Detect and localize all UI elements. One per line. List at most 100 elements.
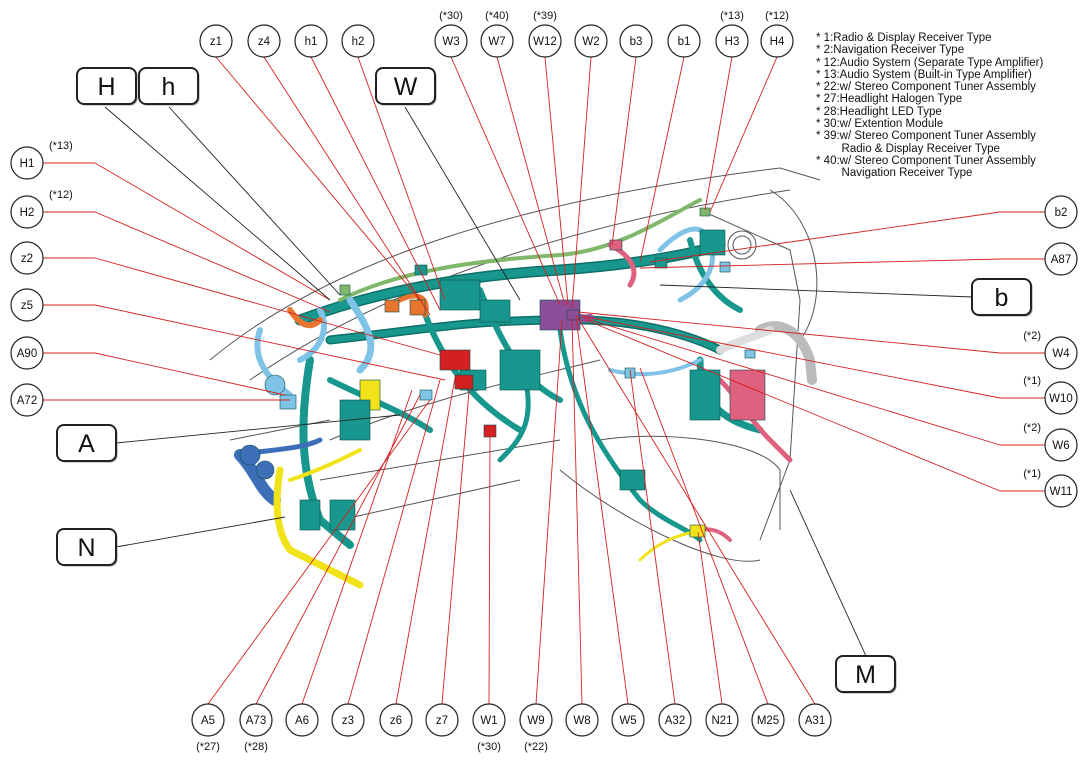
connector-w10: W10(*1) (1023, 375, 1078, 415)
leader-line (639, 367, 769, 705)
leader-line (347, 379, 441, 705)
footnote-line: Navigation Receiver Type (816, 167, 973, 180)
harness-label-text: h (162, 73, 176, 101)
connector-w12: W12(*39) (528, 10, 562, 58)
connector-h3: H3(*13) (715, 10, 749, 58)
footnote-line: * 22:w/ Stereo Component Tuner Assembly (816, 81, 1036, 94)
connector-note: (*1) (1023, 468, 1041, 480)
connector-w2: W2 (574, 24, 608, 58)
connector-id: z5 (21, 300, 33, 312)
leader-line (94, 162, 331, 301)
connector-id: M25 (757, 715, 779, 727)
connector-id: W6 (1052, 440, 1069, 452)
connector-h1: h1 (294, 24, 328, 58)
connector-id: W9 (527, 715, 544, 727)
connector-w6: W6 (*2) (1023, 422, 1078, 462)
connector-id: A6 (295, 715, 309, 727)
connector-w8: W8 (565, 703, 599, 737)
leader-line (585, 319, 1001, 492)
connector-z7: z7 (425, 703, 459, 737)
harness-label-text: M (855, 661, 876, 689)
connector-id: W3 (442, 36, 459, 48)
connector-note: (*13) (49, 140, 73, 152)
harness-label-A: A (56, 424, 118, 463)
connector-id: H1 (20, 158, 35, 170)
leader-line (575, 317, 629, 705)
connector-id: b2 (1055, 207, 1068, 219)
connector-id: H4 (770, 36, 785, 48)
harness-label-H: H (76, 67, 138, 106)
harness-label-text: N (77, 534, 95, 562)
connector-h2: h2 (341, 24, 375, 58)
connector-z1: z1 (199, 24, 233, 58)
connector-h4: H4 (*12) (760, 10, 794, 58)
leader-line (450, 56, 561, 306)
connector-id: A31 (805, 715, 825, 727)
harness-label-text: W (394, 73, 418, 101)
harness-bundles (234, 198, 817, 589)
leader-line (255, 394, 421, 705)
connector-w4: W4(*2) (1023, 330, 1078, 370)
connector-w7: W7(*40) (480, 10, 514, 58)
harness-leader (115, 516, 286, 548)
connector-id: A90 (17, 348, 37, 360)
harness-leader-lines (104, 106, 973, 657)
harness-leader (659, 284, 973, 298)
footnote-line: * 30:w/ Extention Module (816, 118, 944, 131)
leader-line (709, 56, 778, 213)
connector-id: h2 (352, 36, 365, 48)
connector-id: h1 (305, 36, 318, 48)
leader-line (697, 531, 723, 705)
footnote-legend: * 1:Radio & Display Receiver Type * 2:Na… (816, 32, 1043, 180)
connector-a87: A87 (1044, 242, 1078, 276)
leader-line (395, 377, 456, 705)
leader-line (577, 311, 1001, 354)
leader-line (301, 389, 413, 705)
harness-label-N: N (56, 528, 118, 567)
connector-a32: A32 (658, 703, 692, 737)
leader-line (629, 369, 676, 705)
leader-line (263, 56, 431, 316)
leader-line (571, 317, 583, 705)
footnote-line: * 28:Headlight LED Type (816, 105, 942, 118)
leader-line (215, 56, 421, 301)
connector-a73: A73(*28) (239, 703, 273, 753)
leader-line (583, 317, 1001, 446)
connector-z2: z2 (10, 241, 44, 275)
connector-b2: b2 (1044, 195, 1078, 229)
connector-z6: z6 (379, 703, 413, 737)
footnote-line: * 13:Audio System (Built-in Type Amplifi… (816, 68, 1032, 81)
leader-line (94, 211, 331, 313)
connector-a72: A72 (10, 383, 44, 417)
harness-leader (115, 414, 401, 444)
footnote-line: * 27:Headlight Halogen Type (816, 93, 963, 106)
connector-note: (*2) (1023, 422, 1041, 434)
leader-line (639, 258, 1001, 269)
leader-line (704, 56, 733, 211)
connector-note: (*12) (765, 10, 789, 22)
leader-line (496, 56, 566, 306)
connector-id: H2 (20, 207, 35, 219)
leader-line (94, 257, 441, 356)
leader-line (94, 304, 446, 381)
leader-line (310, 56, 441, 311)
harness-label-text: H (97, 73, 115, 101)
harness-leader (168, 106, 341, 296)
connector-w3: W3(*30) (434, 10, 468, 58)
harness-label-W: W (375, 67, 437, 106)
connector-id: A32 (665, 715, 685, 727)
connector-note: (*30) (477, 741, 501, 753)
connector-note: (*40) (485, 10, 509, 22)
leader-line (611, 56, 637, 246)
harness-label-M: M (835, 655, 897, 694)
connector-id: z3 (342, 715, 354, 727)
connector-id: z4 (258, 36, 271, 48)
connector-m25: M25 (751, 703, 785, 737)
connector-id: A87 (1051, 254, 1071, 266)
connector-note: (*22) (524, 741, 548, 753)
harness-label-h: h (138, 67, 200, 106)
leader-line (488, 431, 491, 705)
leader-line (581, 315, 1001, 399)
